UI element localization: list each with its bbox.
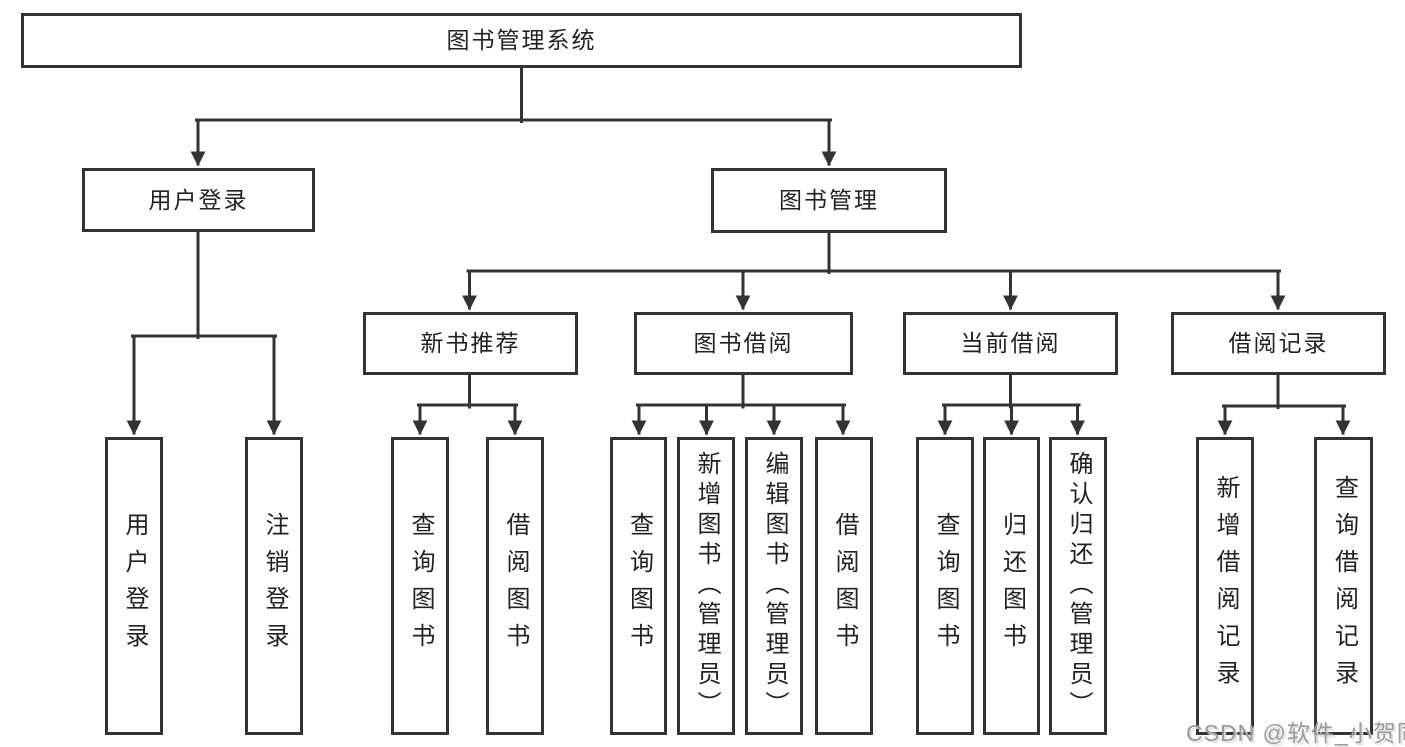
leaf-edit-books-admin: 编辑图书（管理员） [745, 437, 803, 735]
node-new-book-recommend: 新书推荐 [363, 312, 578, 375]
node-label: 借阅图书 [831, 512, 858, 660]
connector-new-book [417, 373, 518, 409]
node-label: 查询借阅记录 [1330, 475, 1358, 697]
node-label: 借阅记录 [1228, 330, 1329, 356]
leaf-query-books-recommend: 查询图书 [391, 437, 449, 735]
leaf-user-login: 用户登录 [105, 437, 163, 735]
node-label: 查询图书 [625, 512, 653, 660]
node-label: 新增图书（管理员） [693, 451, 720, 721]
node-label: 用户登录 [121, 512, 148, 660]
node-label: 当前借阅 [960, 330, 1061, 356]
leaf-logout: 注销登录 [245, 437, 303, 735]
connector-user-login [131, 230, 277, 339]
connector-current-borrow [942, 373, 1081, 409]
node-label: 用户登录 [148, 186, 249, 213]
connector-book-borrow [636, 373, 846, 409]
leaf-query-books-borrow: 查询图书 [610, 437, 667, 735]
leaf-add-borrow-record: 新增借阅记录 [1196, 437, 1254, 735]
node-label: 新书推荐 [420, 330, 521, 356]
node-label: 图书管理 [779, 187, 879, 213]
node-label: 注销登录 [261, 512, 288, 660]
leaf-add-books-admin: 新增图书（管理员） [677, 437, 735, 735]
node-label: 查询图书 [407, 512, 434, 660]
node-borrowing-records: 借阅记录 [1171, 312, 1386, 375]
leaf-borrow-books-recommend: 借阅图书 [486, 437, 544, 735]
node-library-system: 图书管理系统 [21, 13, 1022, 68]
connector-borrow-record [1222, 373, 1346, 409]
connector-book-mgmt [466, 231, 1281, 274]
node-user-login: 用户登录 [82, 168, 315, 232]
node-label: 借阅图书 [502, 512, 529, 660]
node-label: 新增借阅记录 [1212, 475, 1239, 697]
node-label: 归还图书 [998, 512, 1026, 660]
node-label: 确认归还（管理员） [1065, 451, 1092, 721]
leaf-confirm-return-admin: 确认归还（管理员） [1049, 437, 1107, 735]
leaf-query-borrow-record: 查询借阅记录 [1314, 437, 1373, 735]
node-label: 编辑图书（管理员） [761, 451, 788, 721]
node-current-borrowing: 当前借阅 [903, 312, 1118, 375]
node-label: 图书借阅 [693, 330, 794, 356]
node-book-borrowing: 图书借阅 [634, 312, 853, 375]
node-label: 图书管理系统 [446, 27, 597, 53]
watermark-csdn: CSDN @软件_小贺同学 [1186, 720, 1405, 746]
leaf-query-books-current: 查询图书 [916, 437, 974, 735]
leaf-return-books: 归还图书 [983, 437, 1040, 735]
node-label: 查询图书 [932, 512, 959, 660]
leaf-borrow-books: 借阅图书 [815, 437, 873, 735]
connector-root [195, 66, 832, 123]
node-book-management: 图书管理 [711, 168, 947, 233]
